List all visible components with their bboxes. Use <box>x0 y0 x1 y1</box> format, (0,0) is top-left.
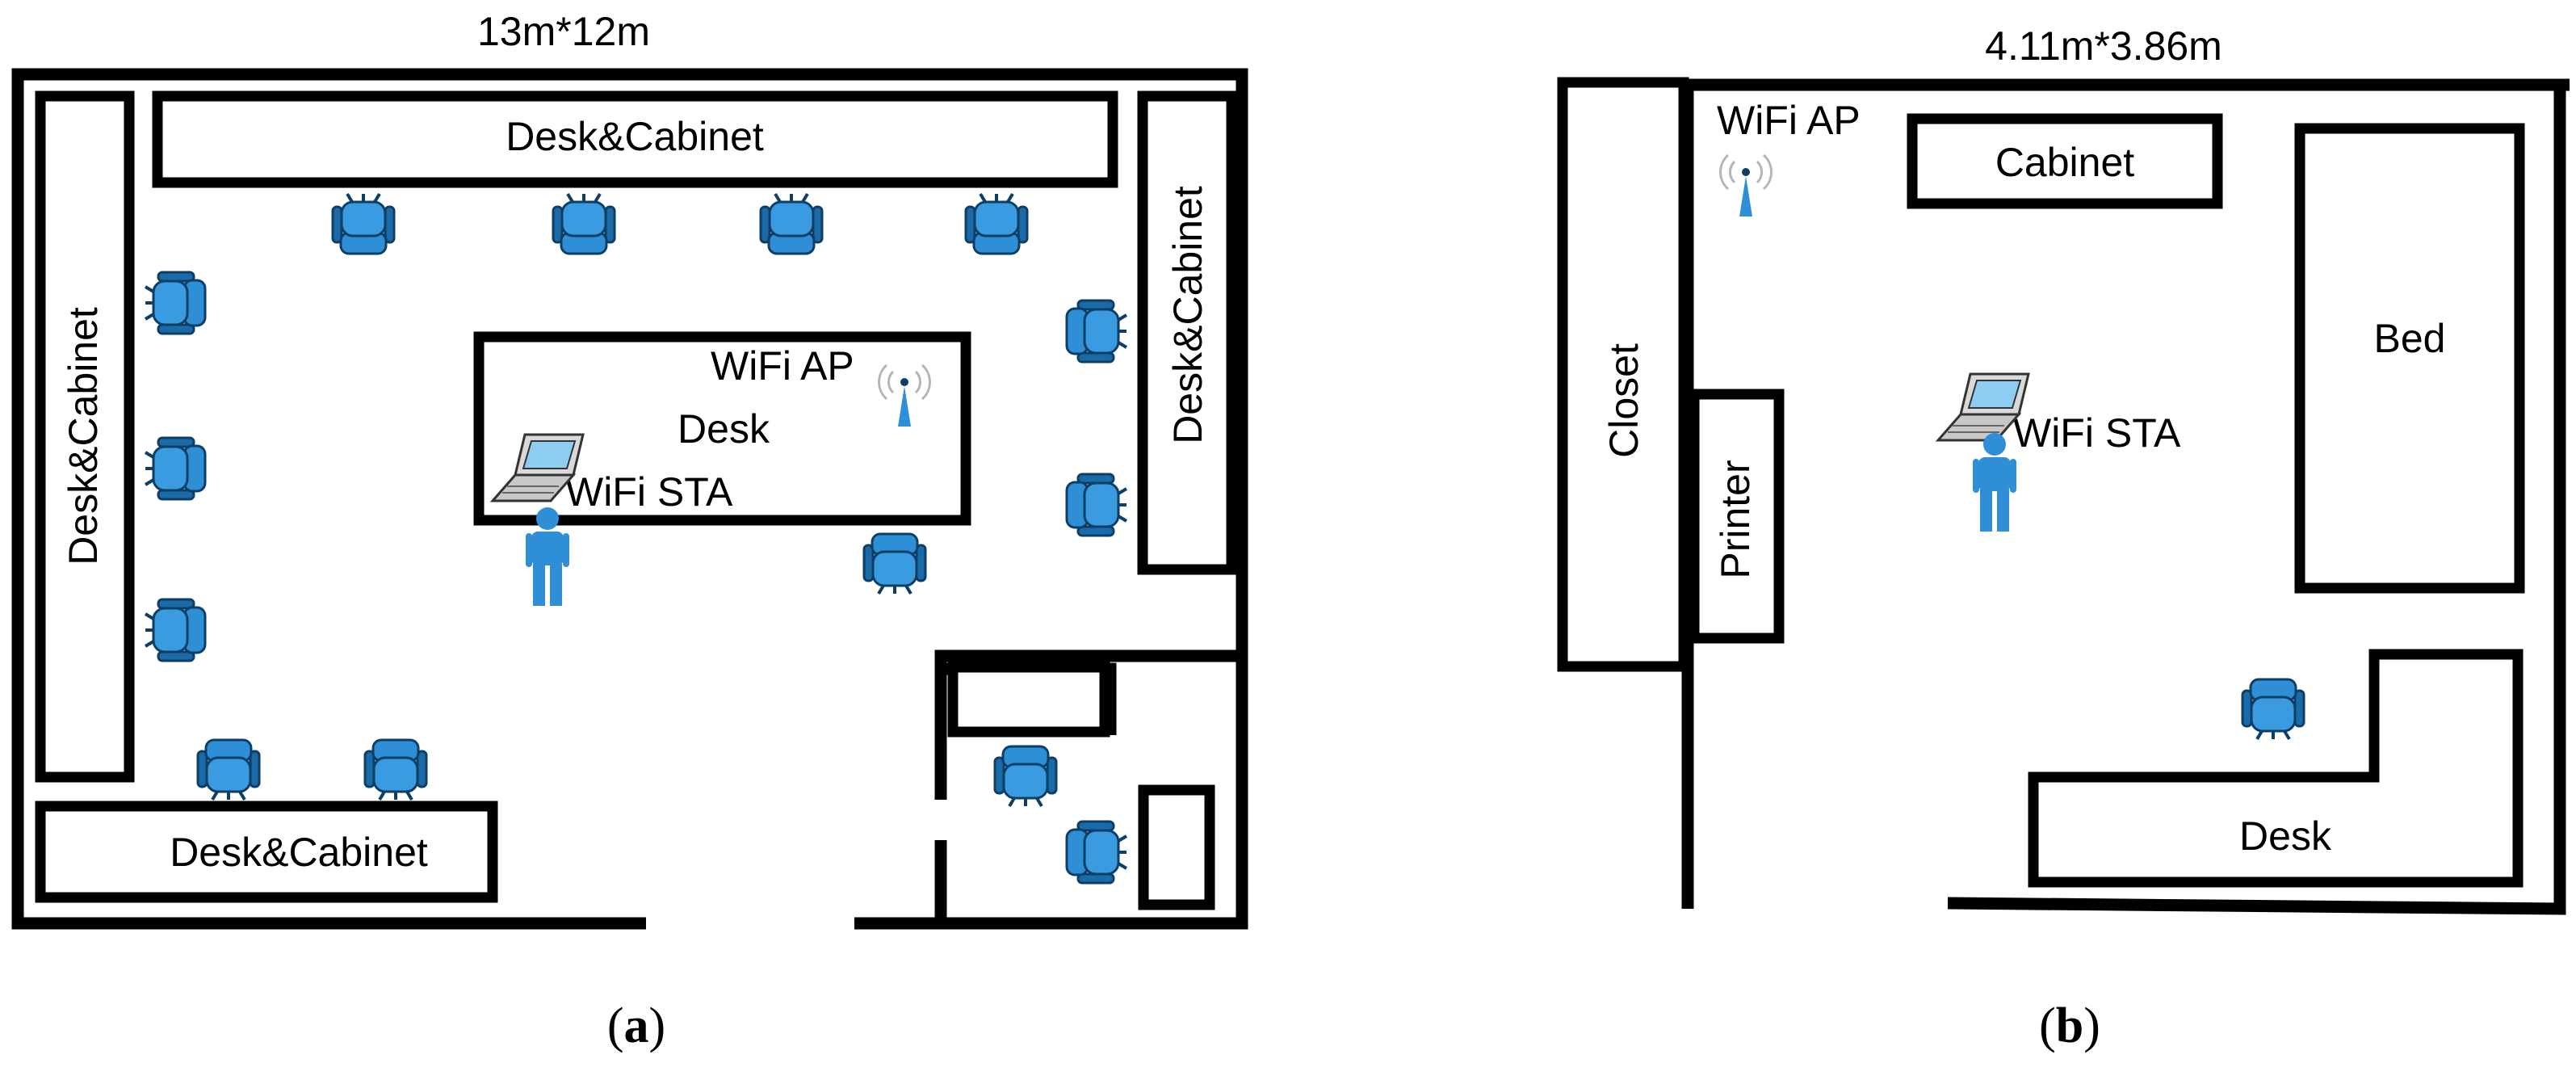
office-chair-icon <box>144 436 207 501</box>
panel-b: 4.11m*3.86m Closet Printer Cabinet Bed D… <box>1557 23 2570 1053</box>
top-desk-cabinet <box>152 90 1118 188</box>
printer-label: Printer <box>1713 460 1758 578</box>
office-chair-icon <box>993 745 1058 808</box>
wifi-ap-label: WiFi AP <box>711 343 854 389</box>
desk-label: Desk <box>2239 813 2332 859</box>
office-chair-icon <box>964 192 1029 255</box>
bottom-desk-label: Desk&Cabinet <box>170 830 428 875</box>
office-chair-icon <box>759 192 824 255</box>
office-chair-icon <box>144 598 207 662</box>
bed <box>2294 123 2525 594</box>
office-chair-icon <box>1065 820 1128 885</box>
office-chair-icon <box>331 192 396 255</box>
office-chair-icon <box>1065 473 1128 537</box>
office-chair-icon <box>552 192 616 255</box>
panel-a: 13m*12m Desk&Cabinet Desk&Cabinet Desk&C… <box>11 9 1248 1053</box>
bottom-desk-cabinet <box>35 801 498 903</box>
wifi-antenna-icon <box>1719 153 1773 218</box>
top-desk-label: Desk&Cabinet <box>506 114 764 159</box>
closet <box>1557 77 1689 672</box>
closet-label: Closet <box>1601 343 1647 458</box>
small-table <box>1138 784 1215 910</box>
cabinet <box>1907 113 2223 209</box>
panel-b-dimensions: 4.11m*3.86m <box>1985 23 2222 69</box>
right-desk-label: Desk&Cabinet <box>1165 186 1210 444</box>
office-chair-icon <box>2241 678 2305 741</box>
panel-b-caption: (b) <box>2039 998 2100 1053</box>
right-desk-cabinet <box>1137 90 1237 575</box>
panel-a-dimensions: 13m*12m <box>477 9 650 54</box>
panel-a-caption: (a) <box>607 998 665 1053</box>
wifi-ap-label: WiFi AP <box>1717 98 1861 143</box>
cabinet-label: Cabinet <box>1995 140 2134 185</box>
center-desk-label: Desk <box>678 406 770 452</box>
office-chair-icon <box>196 738 261 801</box>
person-icon <box>1973 433 2016 532</box>
wifi-sta-label: WiFi STA <box>2013 410 2181 456</box>
left-desk-label: Desk&Cabinet <box>61 307 106 565</box>
office-chair-icon <box>862 532 927 595</box>
wifi-sta-label: WiFi STA <box>565 469 733 515</box>
printer <box>1689 389 1785 644</box>
left-desk-cabinet <box>35 90 135 783</box>
small-cabinet <box>947 662 1110 738</box>
office-chair-icon <box>144 271 207 335</box>
desk <box>2028 649 2524 888</box>
office-chair-icon <box>363 738 428 801</box>
bed-label: Bed <box>2374 316 2446 361</box>
office-chair-icon <box>1065 299 1128 364</box>
